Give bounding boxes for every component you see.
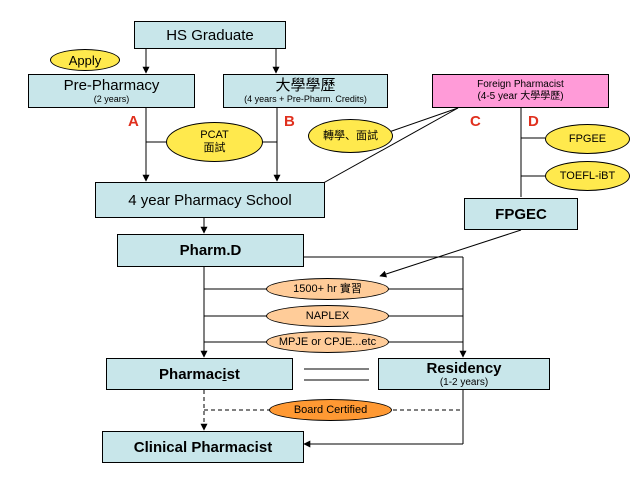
pharmacy-school-title: 4 year Pharmacy School (128, 191, 292, 209)
transfer-interview-oval: 轉學、面試 (308, 119, 393, 153)
pharmacy-school-box: 4 year Pharmacy School (95, 182, 325, 218)
mpje-label: MPJE or CPJE...etc (278, 335, 377, 348)
apply-label: Apply (68, 52, 102, 68)
residency-box: Residency (1-2 years) (378, 358, 550, 390)
internship-hours-label: 1500+ hr 實習 (293, 282, 362, 295)
hs-graduate-box: HS Graduate (134, 21, 286, 49)
residency-title: Residency (426, 360, 502, 377)
university-degree-title: 大學學歷 (275, 77, 336, 94)
path-label-b: B (284, 113, 295, 130)
board-certified-oval: Board Certified (269, 399, 392, 421)
pcat-oval: PCAT 面試 (166, 122, 263, 162)
path-label-a: A (128, 113, 139, 130)
pre-pharmacy-box: Pre-Pharmacy (2 years) (28, 74, 195, 108)
fpgee-label: FPGEE (568, 132, 607, 145)
fpgec-box: FPGEC (464, 198, 578, 230)
foreign-pharmacist-box: Foreign Pharmacist (4-5 year 大學學歷) (432, 74, 609, 108)
pre-pharmacy-title: Pre-Pharmacy (63, 77, 160, 94)
university-degree-duration: (4 years + Pre-Pharm. Credits) (244, 94, 367, 104)
fpgee-oval: FPGEE (545, 124, 630, 154)
university-degree-box: 大學學歷 (4 years + Pre-Pharm. Credits) (223, 74, 388, 108)
foreign-pharmacist-duration: (4-5 year 大學學歷) (477, 91, 564, 102)
pcat-interview-label: 面試 (203, 142, 226, 154)
pharmacist-box: Pharmacist (106, 358, 293, 390)
pharmd-box: Pharm.D (117, 234, 304, 267)
toefl-oval: TOEFL-iBT (545, 161, 630, 191)
naplex-oval: NAPLEX (266, 305, 389, 327)
pharmacist-title: Pharmacist (159, 365, 240, 383)
residency-duration: (1-2 years) (439, 377, 489, 388)
line-fpgec-to-hours (379, 229, 522, 278)
foreign-pharmacist-title: Foreign Pharmacist (477, 79, 564, 90)
pre-pharmacy-duration: (2 years) (93, 94, 130, 104)
fpgec-title: FPGEC (495, 205, 547, 223)
line-c-branch (388, 107, 459, 133)
apply-oval: Apply (50, 49, 120, 71)
line-foreign-to-school (299, 107, 459, 197)
pharmd-title: Pharm.D (179, 242, 242, 259)
path-label-d: D (528, 113, 539, 130)
internship-hours-oval: 1500+ hr 實習 (266, 278, 389, 300)
path-label-c: C (470, 113, 481, 130)
transfer-interview-label: 轉學、面試 (323, 129, 378, 142)
toefl-label: TOEFL-iBT (559, 169, 616, 182)
clinical-pharmacist-title: Clinical Pharmacist (133, 438, 273, 456)
board-certified-label: Board Certified (293, 403, 368, 416)
pcat-label: PCAT (200, 129, 229, 141)
naplex-label: NAPLEX (305, 309, 350, 322)
mpje-oval: MPJE or CPJE...etc (266, 331, 389, 353)
clinical-pharmacist-box: Clinical Pharmacist (102, 431, 304, 463)
hs-graduate-title: HS Graduate (166, 26, 254, 44)
